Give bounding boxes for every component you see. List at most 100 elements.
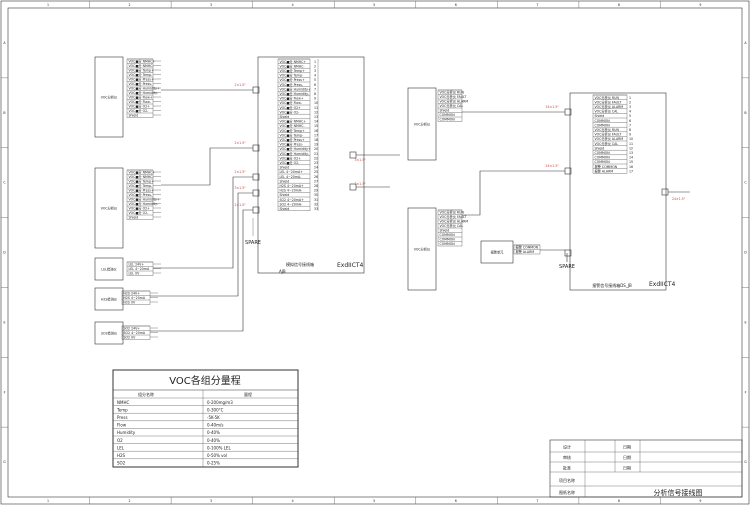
terminal-number: 11 xyxy=(629,142,633,146)
terminal-label: VOC■分 NMHC- xyxy=(280,63,305,68)
row-label: G xyxy=(744,460,747,464)
terminal-number: 14 xyxy=(314,120,318,124)
terminal-number: 16 xyxy=(314,129,318,133)
device-terminals: VOC■分 NMHC+VOC■分 NMHC-VOC■分 Temp+VOC■分 T… xyxy=(126,59,160,118)
terminal-label: VOC分析仪 FAULT xyxy=(440,94,467,99)
terminal-label: VOC分析仪 RUN xyxy=(595,127,620,132)
row-label: B xyxy=(744,111,746,115)
range-table-frame xyxy=(112,369,299,468)
terminal-number: 8 xyxy=(629,128,631,132)
terminal-label: VOC■分 O2- xyxy=(129,210,149,215)
alarm-box-rating: ExdIICT4 xyxy=(649,281,676,288)
analog-junction-box xyxy=(257,56,365,274)
terminal-label: LEL 24V+ xyxy=(129,263,145,267)
terminal-label: VOC■分 O2+ xyxy=(129,206,151,211)
cable-label: 24×1.5² xyxy=(545,105,559,109)
terminal-number: 2 xyxy=(314,64,316,68)
terminal-label: COMMON xyxy=(595,119,611,123)
terminal-label: VOC■分 Humidity- xyxy=(280,91,310,96)
terminal-label: H2S 4~20mA- xyxy=(280,189,303,193)
terminal-label: COMMON xyxy=(595,151,611,155)
component-range: 0-200mg/m3 xyxy=(207,400,233,405)
component-name: LEL xyxy=(117,445,125,450)
terminal-label: COMMON xyxy=(440,233,456,237)
terminal-number: 17 xyxy=(314,133,318,137)
terminal-label: Shield xyxy=(280,166,290,170)
cable-label: 3×1.5² xyxy=(234,186,246,190)
terminal-number: 4 xyxy=(314,74,316,78)
component-name: NMHC xyxy=(117,400,129,405)
terminal-label: VOC■分 Temp- xyxy=(129,72,153,77)
column-label: 6 xyxy=(455,499,457,503)
terminal-label: 报警 ALARM xyxy=(595,168,614,173)
wire xyxy=(161,147,253,186)
terminal-label: VOC■分 Press- xyxy=(129,192,153,197)
terminal-number: 1 xyxy=(629,96,631,100)
component-range: 0-40% xyxy=(207,438,220,443)
terminal-number: 12 xyxy=(314,110,318,114)
terminal-number: 10 xyxy=(314,101,318,105)
terminal-label: VOC■分 NMHC- xyxy=(129,63,154,68)
terminal-label: COMMON xyxy=(595,160,611,164)
terminal-label: VOC■分 Flow- xyxy=(129,99,152,104)
terminal-number: 17 xyxy=(629,169,633,173)
terminal-label: SO2 24V+ xyxy=(124,327,141,331)
terminal-label: Shield xyxy=(595,146,605,150)
cable-label: 24×1.5² xyxy=(545,164,559,168)
component-name: Temp xyxy=(116,407,128,412)
terminal-label: VOC■分 Humidity- xyxy=(129,201,159,206)
device-box xyxy=(94,287,124,311)
terminal-label: VOC分析仪 CAL xyxy=(595,141,619,146)
terminal-label: Shield xyxy=(129,216,139,220)
terminal-number: 13 xyxy=(314,115,318,119)
terminal-label: VOC■分 Press- xyxy=(280,82,304,87)
device-name: H2S检测仪 xyxy=(101,297,118,302)
terminal-label: H2S 4~20mA+ xyxy=(280,184,305,188)
terminal-number: 23 xyxy=(314,161,318,165)
row-label: D xyxy=(3,251,6,255)
project-label: 项目名称 xyxy=(559,477,575,483)
component-range: 0-50% vol xyxy=(207,453,227,458)
device-name: VOC分析仪 xyxy=(101,95,118,100)
device-name: VOC分析仪 xyxy=(414,247,431,252)
range-table-title: VOC各组分量程 xyxy=(169,374,241,387)
terminal-label: Shield xyxy=(280,193,290,197)
terminal-label: VOC■分 Humidity+ xyxy=(280,86,312,91)
inner-frame xyxy=(7,7,743,498)
component-range: 0-300°C xyxy=(207,407,224,412)
terminal-label: VOC分析仪 CAL xyxy=(440,223,464,228)
terminal-label: VOC■分 O2+ xyxy=(280,155,302,160)
terminal-label: VOC分析仪 ALARM xyxy=(595,136,624,141)
terminal-label: VOC■分 O2- xyxy=(280,109,300,114)
terminal-label: Shield xyxy=(595,114,605,118)
terminal-number: 3 xyxy=(314,69,316,73)
device-box xyxy=(407,87,437,161)
row-label: A xyxy=(744,41,747,45)
cable-label: 2×1.5² xyxy=(234,83,246,87)
terminal-label: SO2 0V xyxy=(124,336,137,340)
terminal-label: VOC分析仪 RUN xyxy=(595,95,620,100)
terminal-label: VOC分析仪 ALARM xyxy=(440,219,469,224)
component-name: Flow xyxy=(117,423,127,428)
column-label: 4 xyxy=(292,499,294,503)
tb-date-label: 日期 xyxy=(623,465,631,471)
terminal-number: 31 xyxy=(314,198,318,202)
terminal-label: VOC■分 NMHC+ xyxy=(129,59,156,64)
terminal-label: VOC分析仪 CAL xyxy=(440,103,464,108)
terminal-label: VOC■分 NMHC- xyxy=(280,123,305,128)
terminal-label: VOC分析仪 FAULT xyxy=(440,214,467,219)
row-label: A xyxy=(3,41,6,45)
column-label: 1 xyxy=(47,499,49,503)
component-name: SO2 xyxy=(117,461,126,466)
terminal-number: 5 xyxy=(314,78,316,82)
terminal-label: VOC■分 Temp- xyxy=(129,183,153,188)
column-label: 5 xyxy=(373,499,375,503)
terminal-number: 24 xyxy=(314,166,318,170)
terminal-label: COMMON xyxy=(595,156,611,160)
terminal-label: VOC■分 Temp- xyxy=(280,132,304,137)
device-terminals: VOC■分 NMHC+VOC■分 NMHC-VOC■分 Temp+VOC■分 T… xyxy=(126,170,160,220)
